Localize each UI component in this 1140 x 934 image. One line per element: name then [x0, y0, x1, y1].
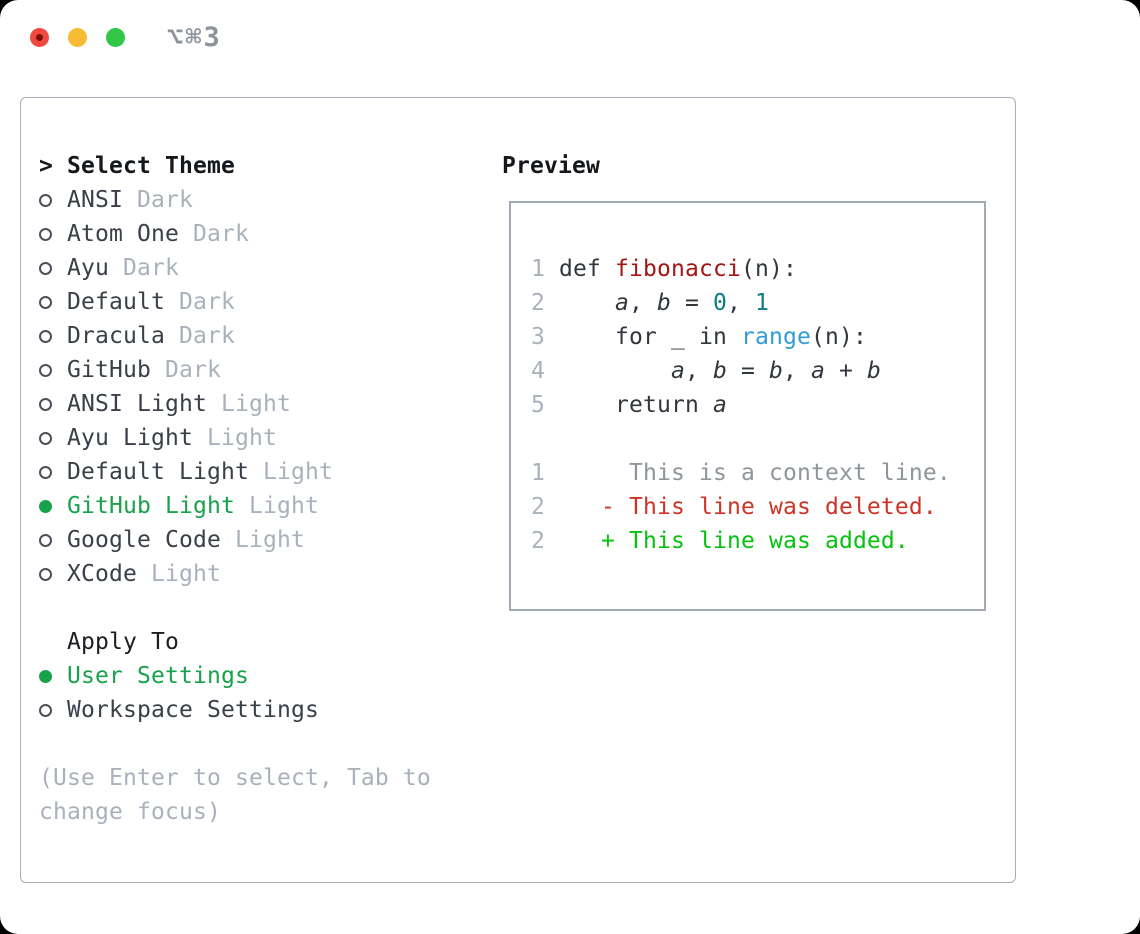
- window-title: ⌥⌘3: [167, 22, 222, 53]
- blank-line: [531, 422, 951, 456]
- theme-option-github-dark[interactable]: GitHub Dark: [39, 353, 431, 387]
- radio-unselected-icon: [39, 567, 52, 581]
- code-preview: 1 def fibonacci(n): 2 a, b = 0, 1 3 for …: [531, 252, 951, 558]
- spacer: [39, 591, 431, 625]
- radio-unselected-icon: [39, 465, 52, 479]
- code-line-1: 1 def fibonacci(n):: [531, 256, 797, 282]
- theme-option-ansi-dark[interactable]: ANSI Dark: [39, 183, 431, 217]
- apply-option-user-settings[interactable]: User Settings: [39, 659, 431, 693]
- radio-selected-icon: [39, 669, 52, 683]
- title-bar: ⌥⌘3: [0, 0, 1140, 74]
- theme-option-ayu-dark[interactable]: Ayu Dark: [39, 251, 431, 285]
- theme-option-dracula-dark[interactable]: Dracula Dark: [39, 319, 431, 353]
- preview-pane: 1 def fibonacci(n): 2 a, b = 0, 1 3 for …: [509, 201, 986, 611]
- spacer: [39, 727, 431, 761]
- diff-context-line: 1 This is a context line.: [531, 460, 951, 486]
- theme-option-xcode-light[interactable]: XCode Light: [39, 557, 431, 591]
- focus-caret-icon: >: [39, 153, 67, 179]
- code-line-5: 5 return a: [531, 392, 727, 418]
- radio-unselected-icon: [39, 363, 52, 377]
- code-line-3: 3 for _ in range(n):: [531, 324, 867, 350]
- radio-unselected-icon: [39, 329, 52, 343]
- diff-added-line: 2 + This line was added.: [531, 528, 909, 554]
- apply-option-workspace-settings[interactable]: Workspace Settings: [39, 693, 431, 727]
- theme-option-google-code-light[interactable]: Google Code Light: [39, 523, 431, 557]
- select-theme-header-label: Select Theme: [67, 153, 235, 179]
- theme-option-atom-one-dark[interactable]: Atom One Dark: [39, 217, 431, 251]
- zoom-button[interactable]: [106, 28, 125, 47]
- radio-selected-icon: [39, 499, 52, 513]
- radio-unselected-icon: [39, 397, 52, 411]
- radio-unselected-icon: [39, 703, 52, 717]
- code-line-2: 2 a, b = 0, 1: [531, 290, 769, 316]
- theme-list: > Select Theme ANSI Dark Atom One Dark A…: [39, 149, 431, 829]
- close-button[interactable]: [30, 28, 49, 47]
- apply-to-header: Apply To: [67, 629, 179, 655]
- diff-deleted-line: 2 - This line was deleted.: [531, 494, 937, 520]
- radio-unselected-icon: [39, 533, 52, 547]
- preview-header: Preview: [502, 153, 600, 179]
- radio-unselected-icon: [39, 295, 52, 309]
- radio-unselected-icon: [39, 227, 52, 241]
- theme-option-github-light[interactable]: GitHub Light Light: [39, 489, 431, 523]
- theme-option-default-dark[interactable]: Default Dark: [39, 285, 431, 319]
- theme-option-ayu-light[interactable]: Ayu Light Light: [39, 421, 431, 455]
- code-line-4: 4 a, b = b, a + b: [531, 358, 881, 384]
- select-theme-header: > Select Theme: [39, 149, 431, 183]
- minimize-button[interactable]: [68, 28, 87, 47]
- theme-option-default-light[interactable]: Default Light Light: [39, 455, 431, 489]
- keyboard-hint-line1: (Use Enter to select, Tab to: [39, 765, 431, 791]
- theme-option-ansi-light[interactable]: ANSI Light Light: [39, 387, 431, 421]
- radio-unselected-icon: [39, 261, 52, 275]
- theme-picker-panel: > Select Theme ANSI Dark Atom One Dark A…: [20, 97, 1016, 883]
- radio-unselected-icon: [39, 193, 52, 207]
- keyboard-hint-line2: change focus): [39, 799, 221, 825]
- radio-unselected-icon: [39, 431, 52, 445]
